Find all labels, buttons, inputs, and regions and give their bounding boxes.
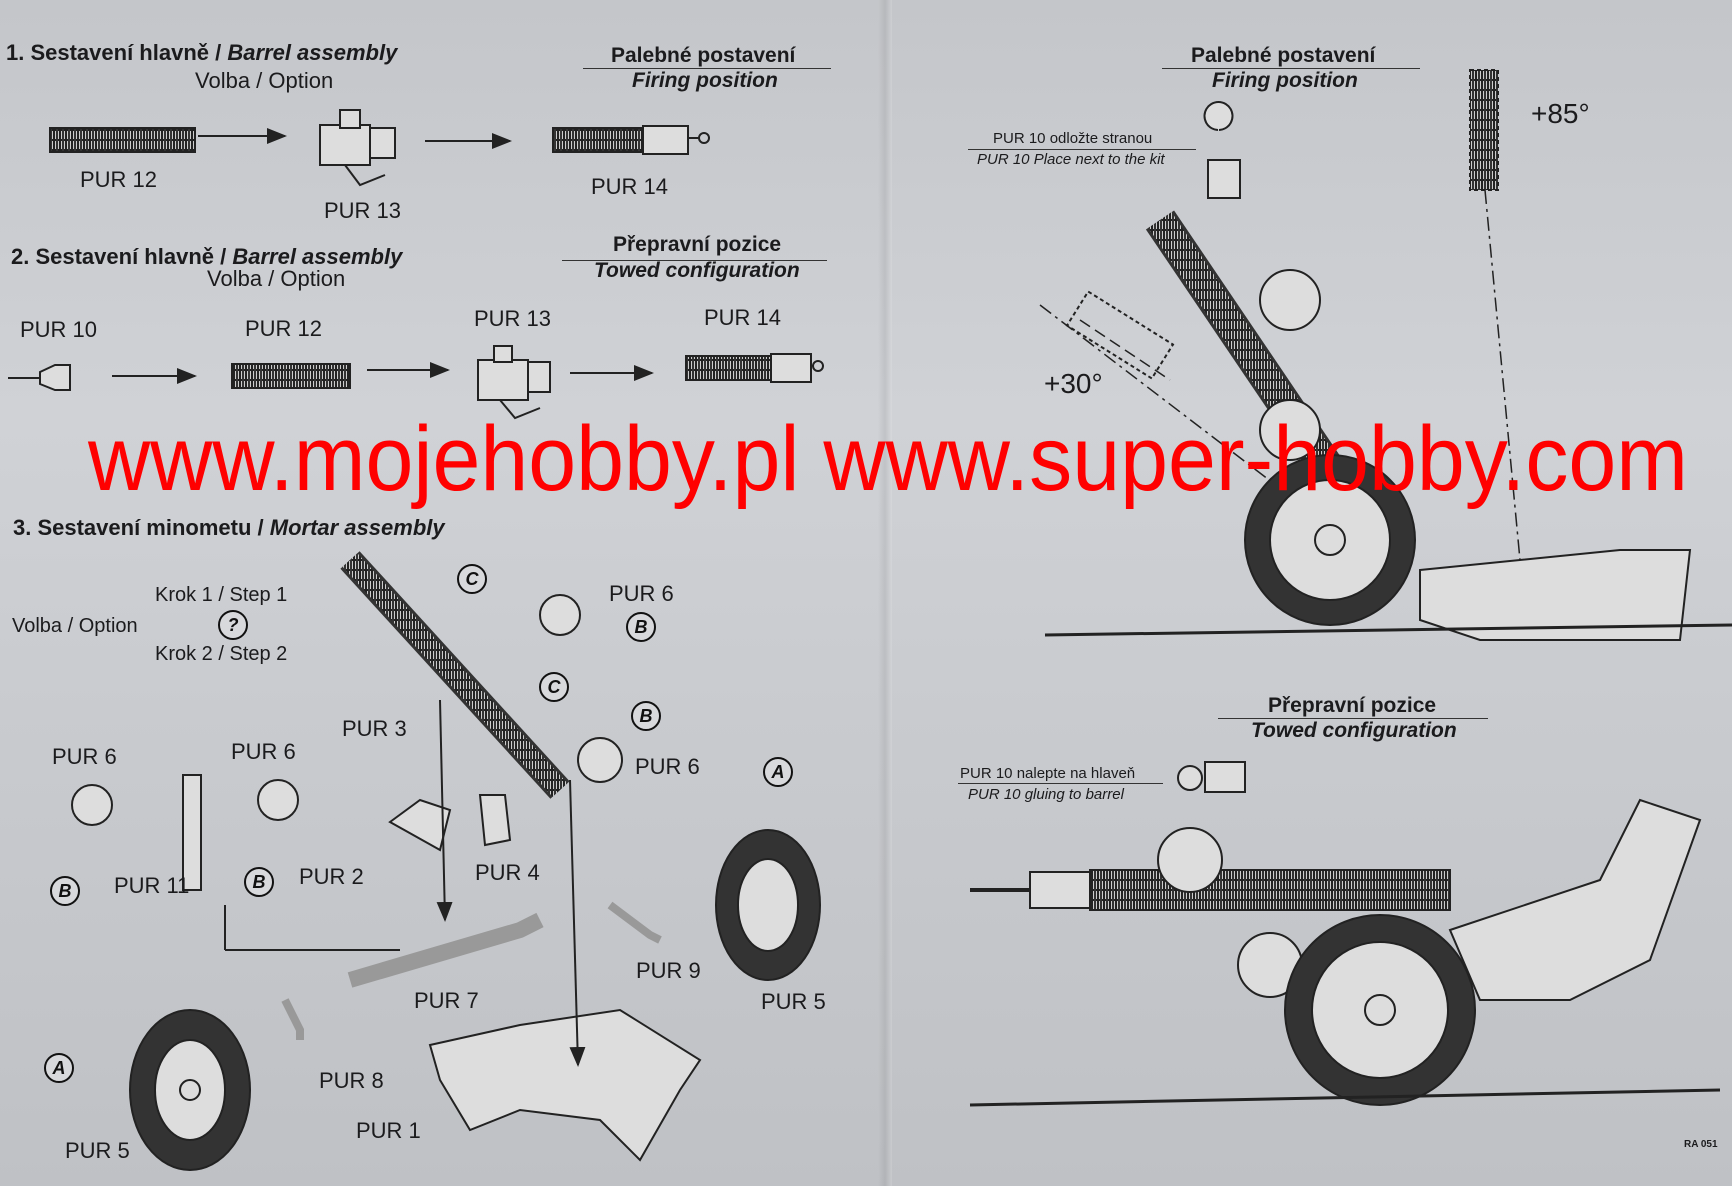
mortar-barrel [340,551,570,799]
wheel-left [129,1009,251,1171]
label-pur6: PUR 6 [609,581,674,606]
section1-title: 1. Sestavení hlavně / Barrel assembly [6,40,397,66]
section3-title-cz: 3. Sestavení minometu / [13,515,270,540]
label-pur14: PUR 14 [591,174,669,199]
section2-title-en: Barrel assembly [232,244,403,269]
divider [583,68,831,69]
label-pur6: PUR 6 [231,739,296,764]
paper-fold [878,0,892,1186]
towed-cz: Přepravní pozice [1268,694,1437,717]
crank-pur9 [607,901,662,944]
note2-cz: PUR 10 nalepte na hlaveň [960,765,1136,782]
axle-pur7 [347,912,544,988]
section1-title-cz: 1. Sestavení hlavně / [6,40,228,65]
part-pur2 [388,798,452,852]
mortar-towed-configuration [969,761,1721,1107]
label-pur10: PUR 10 [20,317,98,342]
label-pur1: PUR 1 [356,1118,421,1143]
label-pur8: PUR 8 [319,1068,384,1093]
sight-pur10 [8,364,71,391]
label-pur12: PUR 12 [245,316,323,341]
section1-position-cz: Palebné postavení [611,44,796,67]
label-pur7: PUR 7 [414,988,479,1013]
note1-en: PUR 10 Place next to the kit [977,151,1165,168]
marker-b: B [626,612,656,642]
label-pur11: PUR 11 [114,873,190,898]
marker-a: A [44,1053,74,1083]
label-pur5: PUR 5 [65,1138,130,1163]
firing-position-en: Firing position [1212,69,1358,92]
mortar-firing-position [1039,69,1732,641]
section1-title-en: Barrel assembly [227,40,398,65]
label-pur13: PUR 13 [324,198,402,223]
marker-c: C [457,564,487,594]
label-pur3: PUR 3 [342,716,407,741]
divider [958,783,1163,784]
crank-pur8 [281,998,304,1040]
marker-b: B [244,867,274,897]
baseplate-pur1 [428,1008,702,1162]
watermark-text: www.mojehobby.pl www.super-hobby.com [87,408,1688,510]
sheet-code: RA 051 [1684,1139,1718,1150]
section2-option: Volba / Option [207,266,346,291]
note1-cz: PUR 10 odložte stranou [993,130,1153,147]
marker-b: B [631,701,661,731]
section2-title: 2. Sestavení hlavně / Barrel assembly [11,244,402,270]
label-pur4: PUR 4 [475,860,540,885]
label-pur12: PUR 12 [80,167,158,192]
rod-pur11 [182,774,202,891]
part-pur4 [478,794,512,847]
wheel-right [715,829,821,981]
label-pur6: PUR 6 [635,754,700,779]
angle-85: +85° [1531,98,1590,129]
firing-position-cz: Palebné postavení [1191,44,1376,67]
section3-title-en: Mortar assembly [269,515,445,540]
towed-en: Towed configuration [1251,719,1457,742]
note2-en: PUR 10 gluing to barrel [968,786,1124,803]
barrel-pur14-2 [685,353,824,383]
section3-option: Volba / Option [12,615,138,637]
label-pur2: PUR 2 [299,864,364,889]
angle-30: +30° [1044,368,1103,399]
divider [562,260,827,261]
label-pur5: PUR 5 [761,989,826,1014]
label-pur13: PUR 13 [474,306,552,331]
marker-a: A [763,757,793,787]
step1-label: Krok 1 / Step 1 [155,584,288,606]
divider [968,149,1196,150]
breech-pur13-1 [319,109,396,187]
section3-title: 3. Sestavení minometu / Mortar assembly [13,515,445,541]
breech-pur13-2 [477,345,551,420]
section2-title-cz: 2. Sestavení hlavně / [11,244,233,269]
divider [1218,718,1488,719]
label-pur6: PUR 6 [52,744,117,769]
barrel-pur12-2 [231,363,351,389]
section2-position-cz: Přepravní pozice [613,233,782,256]
label-pur9: PUR 9 [636,958,701,983]
barrel-pur12-1 [49,127,196,153]
handwheels [71,594,623,826]
section1-position-en: Firing position [632,69,778,92]
marker-b: B [50,876,80,906]
divider [1162,68,1420,69]
label-pur14: PUR 14 [704,305,782,330]
section2-position-en: Towed configuration [594,259,800,282]
section1-option: Volba / Option [195,68,334,93]
marker-c: C [539,672,569,702]
question-marker: ? [218,610,248,640]
step2-label: Krok 2 / Step 2 [155,643,288,665]
barrel-pur14-1 [552,125,710,155]
